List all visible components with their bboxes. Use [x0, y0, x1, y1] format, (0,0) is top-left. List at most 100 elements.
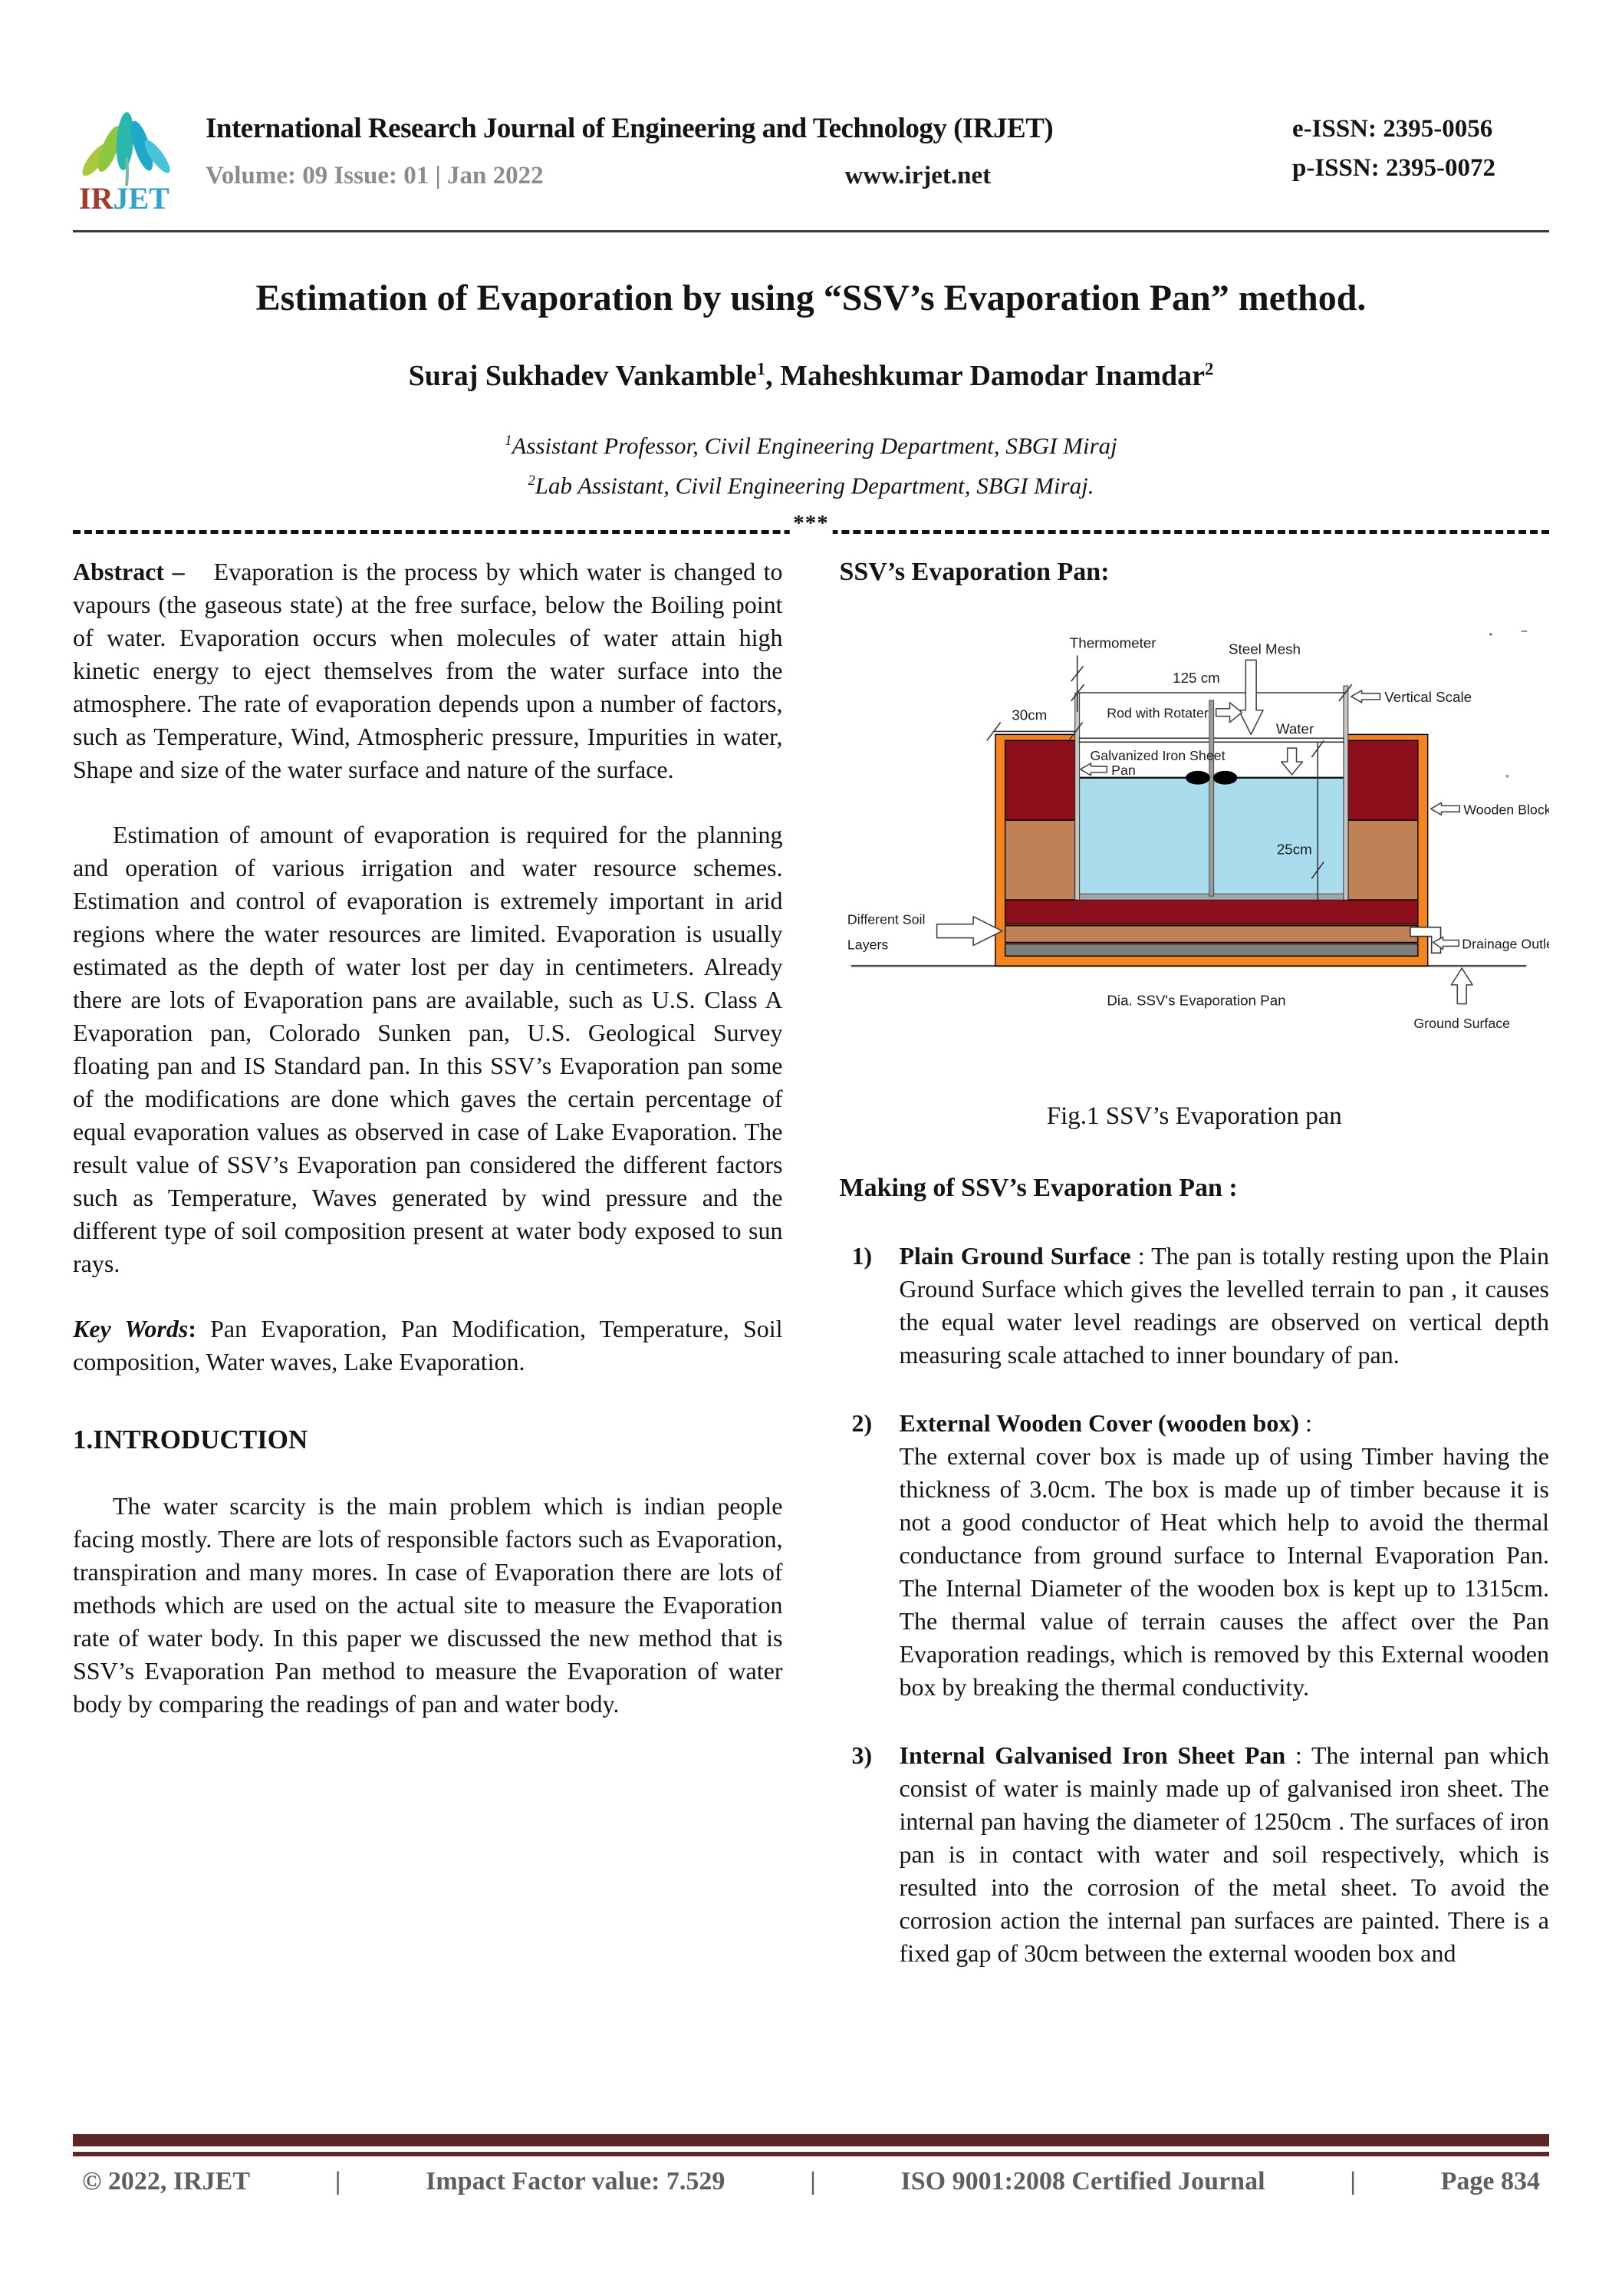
author-1: Suraj Sukhadev Vankamble [408, 360, 757, 392]
affiliation-1-sup: 1 [505, 433, 512, 449]
right-brown-block [1347, 819, 1419, 901]
rod-arrow-icon [1215, 701, 1242, 723]
header-center: International Research Journal of Engine… [192, 112, 1292, 190]
soil-layers-label-line2: Layers [847, 937, 888, 952]
dim-125-label: 125 cm [1173, 670, 1220, 686]
list-item-1: 1) Plain Ground Surface : The pan is tot… [840, 1240, 1550, 1372]
thermometer-tick [1070, 665, 1084, 682]
journal-header: IRJET International Research Journal of … [73, 0, 1549, 232]
authors-line: Suraj Sukhadev Vankamble1, Maheshkumar D… [73, 359, 1549, 393]
steel-mesh-label: Steel Mesh [1229, 641, 1301, 657]
logo-leaves-icon [82, 112, 170, 186]
water-label: Water [1275, 720, 1313, 736]
irjet-logo: IRJET [73, 112, 192, 219]
rod [1208, 700, 1214, 897]
list-item-2-sep: : [1299, 1408, 1312, 1437]
figure-caption: Fig.1 SSV’s Evaporation pan [1046, 1102, 1342, 1130]
dim-30-label: 30cm [1012, 707, 1047, 723]
author-separator: , [765, 360, 781, 392]
body-paragraph-2: Estimation of amount of evaporation is r… [73, 820, 783, 1277]
footer-bar-thick [73, 2134, 1549, 2146]
footer-impact-factor: Impact Factor value: 7.529 [426, 2167, 725, 2196]
list-item-3-sep: : [1285, 1741, 1311, 1769]
affiliation-2-sup: 2 [528, 473, 535, 489]
footer-separator: | [810, 2167, 816, 2196]
abstract-text: Evaporation is the process by which wate… [73, 557, 783, 783]
soil-layers-arrow-icon [936, 915, 1003, 946]
keywords-label: Key Words [73, 1314, 189, 1342]
affiliation-1-text: Assistant Professor, Civil Engineering D… [512, 432, 1117, 460]
dim-30-tick-right [1068, 721, 1083, 741]
list-item-3: 3) Internal Galvanised Iron Sheet Pan : … [840, 1739, 1550, 1970]
evaporation-pan-figure: 125 cm Thermometer 30cm Steel Mesh Water [840, 621, 1557, 1054]
volume-issue: Volume: 09 Issue: 01 | Jan 2022 [206, 162, 544, 189]
e-issn: e-ISSN: 2395-0056 [1292, 115, 1493, 143]
gray-soil-band [1004, 943, 1419, 957]
list-item-2-title: External Wooden Cover (wooden box) [899, 1408, 1300, 1437]
page-footer: © 2022, IRJET | Impact Factor value: 7.5… [73, 2134, 1549, 2196]
ground-surface-label: Ground Surface [1413, 1016, 1510, 1031]
pan-section-heading: SSV’s Evaporation Pan: [839, 557, 1110, 586]
affiliation-2-text: Lab Assistant, Civil Engineering Departm… [535, 472, 1094, 499]
galvanized-label: Galvanized Iron Sheet [1090, 748, 1225, 763]
abstract-label: Abstract – [73, 557, 185, 585]
dim-30-tick-left [985, 721, 1001, 741]
drainage-label: Drainage Outlet [1462, 936, 1549, 951]
author-2: Maheshkumar Damodar Inamdar [780, 360, 1205, 392]
footer-separator: | [1350, 2167, 1356, 2196]
pan-arrow-icon [1079, 762, 1107, 776]
pan-right-wall-vertical-scale [1342, 685, 1348, 901]
dim-125-tick-right [1337, 684, 1352, 702]
dim-25-tick-bottom [1311, 861, 1324, 879]
dim-25-label-bg [1273, 838, 1314, 859]
drainage-pipe [1409, 926, 1441, 954]
introduction-heading: 1.INTRODUCTION [73, 1424, 308, 1454]
abstract-paragraph: Abstract –Evaporation is the process by … [73, 555, 783, 786]
affiliations: 1Assistant Professor, Civil Engineering … [73, 423, 1549, 504]
right-maroon-block [1347, 740, 1419, 821]
artifact-mark [1505, 774, 1509, 778]
list-item-1-text: The pan is totally resting upon the Plai… [899, 1241, 1550, 1369]
svg-text:IRJET: IRJET [79, 181, 169, 216]
journal-website-link[interactable]: www.irjet.net [844, 162, 992, 189]
footer-iso: ISO 9001:2008 Certified Journal [900, 2167, 1265, 2196]
logo-text-ir: IR [79, 181, 114, 216]
pan-label: Pan [1111, 762, 1136, 777]
making-heading: Making of SSV’s Evaporation Pan : [839, 1173, 1238, 1202]
evaporation-pan-diagram: 125 cm Thermometer 30cm Steel Mesh Water [847, 630, 1557, 1031]
logo-text-jet: JET [113, 181, 169, 216]
left-column: Abstract –Evaporation is the process by … [73, 555, 783, 1970]
list-item-1-sep: : [1130, 1241, 1152, 1270]
separator-stars: *** [789, 510, 833, 535]
footer-copyright: © 2022, IRJET [82, 2167, 251, 2196]
keywords-colon: : [188, 1314, 196, 1342]
issn-block: e-ISSN: 2395-0056 p-ISSN: 2395-0072 [1292, 112, 1549, 195]
introduction-paragraph: The water scarcity is the main problem w… [73, 1491, 783, 1718]
list-item-2-number: 2) [851, 1408, 873, 1437]
list-item-3-text: The internal pan which consist of water … [899, 1741, 1550, 1967]
dim-25-label: 25cm [1276, 841, 1311, 857]
affiliation-2: 2Lab Assistant, Civil Engineering Depart… [73, 463, 1549, 503]
list-item-2-text: The external cover box is made up of usi… [899, 1441, 1550, 1701]
paper-title: Estimation of Evaporation by using “SSV’… [255, 278, 1367, 318]
footer-separator: | [334, 2167, 341, 2196]
journal-name: International Research Journal of Engine… [206, 113, 1054, 144]
list-item-1-number: 1) [851, 1241, 873, 1270]
water-arrow-icon [1280, 747, 1303, 776]
wooden-block-label: Wooden Block [1463, 802, 1549, 817]
artifact-mark [1489, 632, 1492, 636]
vertical-scale-label: Vertical Scale [1384, 689, 1472, 705]
rotater-right [1212, 770, 1237, 785]
separator-rule: *** [73, 510, 1549, 535]
steel-mesh-arrow-icon [1238, 659, 1264, 735]
list-item-3-number: 3) [851, 1741, 873, 1769]
rotater-left [1185, 770, 1210, 785]
p-issn: p-ISSN: 2395-0072 [1292, 154, 1495, 182]
list-item-1-title: Plain Ground Surface [899, 1241, 1131, 1270]
thermometer-label: Thermometer [1069, 634, 1156, 651]
maroon-soil-band [1004, 899, 1419, 925]
brown-soil-band [1004, 924, 1419, 943]
drainage-arrow-icon [1432, 936, 1459, 950]
rod-label: Rod with Rotater [1107, 705, 1209, 720]
